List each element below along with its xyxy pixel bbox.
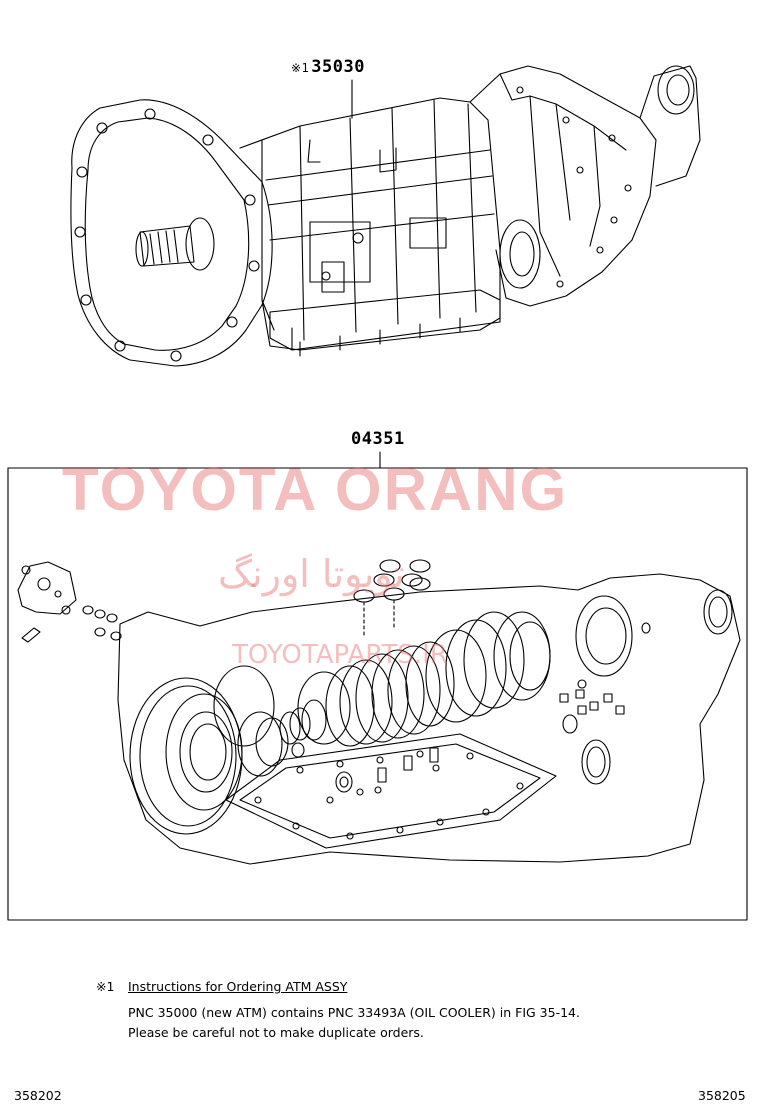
ordering-note-line-1: PNC 35000 (new ATM) contains PNC 33493A …: [128, 1005, 580, 1020]
ordering-note-mark: ※1: [96, 979, 115, 994]
transmission-part-number: 35030: [311, 57, 365, 77]
transmission-note-mark: ※1: [291, 61, 310, 75]
figure-code-left: 358202: [14, 1088, 62, 1103]
ordering-note-title: Instructions for Ordering ATM ASSY: [128, 979, 348, 994]
ordering-note-line-2: Please be careful not to make duplicate …: [128, 1025, 424, 1040]
overhaul-kit-drawing: [17, 559, 741, 865]
watermark-arabic: تويوتا اورنگ: [218, 552, 405, 596]
kit-part-number: 04351: [351, 429, 405, 449]
ordering-note-header: ※1 Instructions for Ordering ATM ASSY: [96, 977, 736, 997]
kit-frame: [7, 467, 748, 921]
watermark-main: TOYOTA ORANG: [62, 456, 569, 523]
figure-code-right: 358205: [698, 1088, 746, 1103]
transmission-assembly-drawing: [70, 65, 701, 367]
watermark-sub: TOYOTAPARTS.IR: [232, 640, 448, 670]
ordering-note: ※1 Instructions for Ordering ATM ASSY PNC…: [96, 977, 736, 1043]
